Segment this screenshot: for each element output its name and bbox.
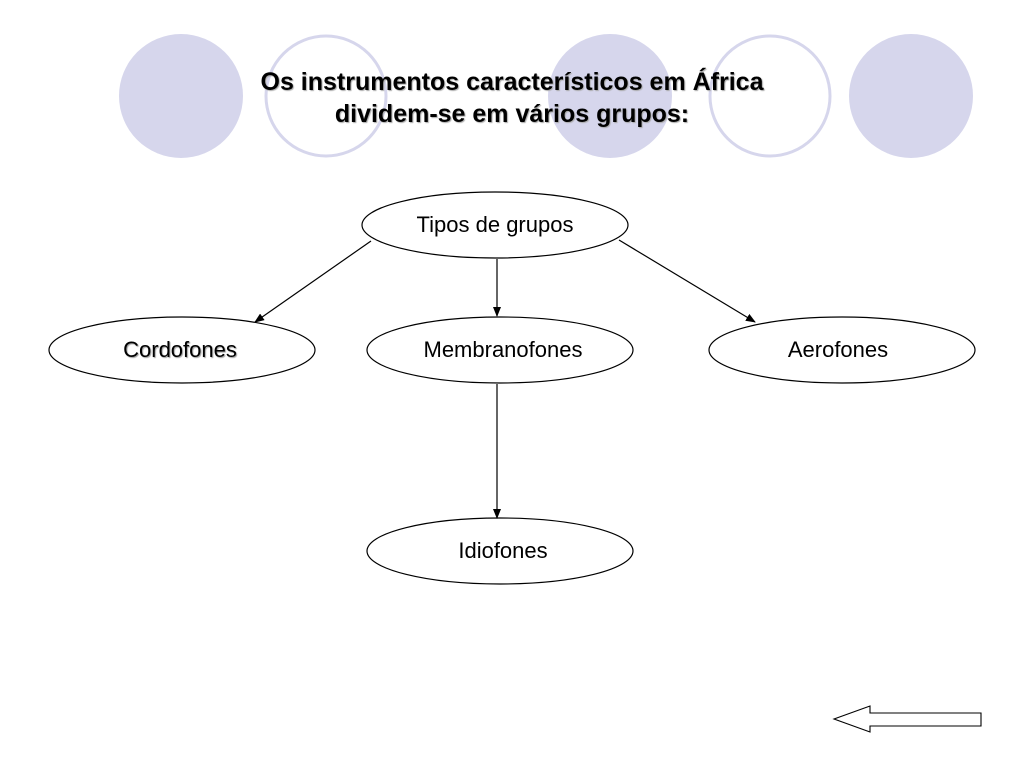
slide-title-line-1: Os instrumentos característicos em Áfric… — [260, 68, 764, 96]
slide-title: Os instrumentos característicos em Áfric… — [212, 66, 812, 130]
decorative-circle-filled — [548, 34, 672, 158]
node-cordofones — [48, 316, 316, 384]
node-label-membranofones: Membranofones — [423, 337, 583, 362]
decorative-circle-filled — [849, 34, 973, 158]
decorative-circle-ring — [708, 34, 832, 158]
node-tipos-de-grupos — [361, 191, 629, 259]
decorative-circle-ring — [264, 34, 388, 158]
node-label-tipos-de-grupos: Tipos de grupos — [416, 212, 574, 237]
node-label-idiofones: Idiofones — [458, 538, 548, 563]
decorative-circle-filled — [119, 34, 243, 158]
node-membranofones — [366, 316, 634, 384]
slide-title-line-2: dividem-se em vários grupos: — [334, 100, 690, 128]
left-arrow-icon[interactable] — [832, 705, 982, 733]
node-label-cordofones: Cordofones — [123, 337, 237, 362]
edge-root-to-aerofones — [618, 239, 756, 323]
node-label-aerofones: Aerofones — [787, 337, 889, 362]
node-aerofones — [708, 316, 976, 384]
edge-root-to-cordofones — [254, 240, 372, 323]
